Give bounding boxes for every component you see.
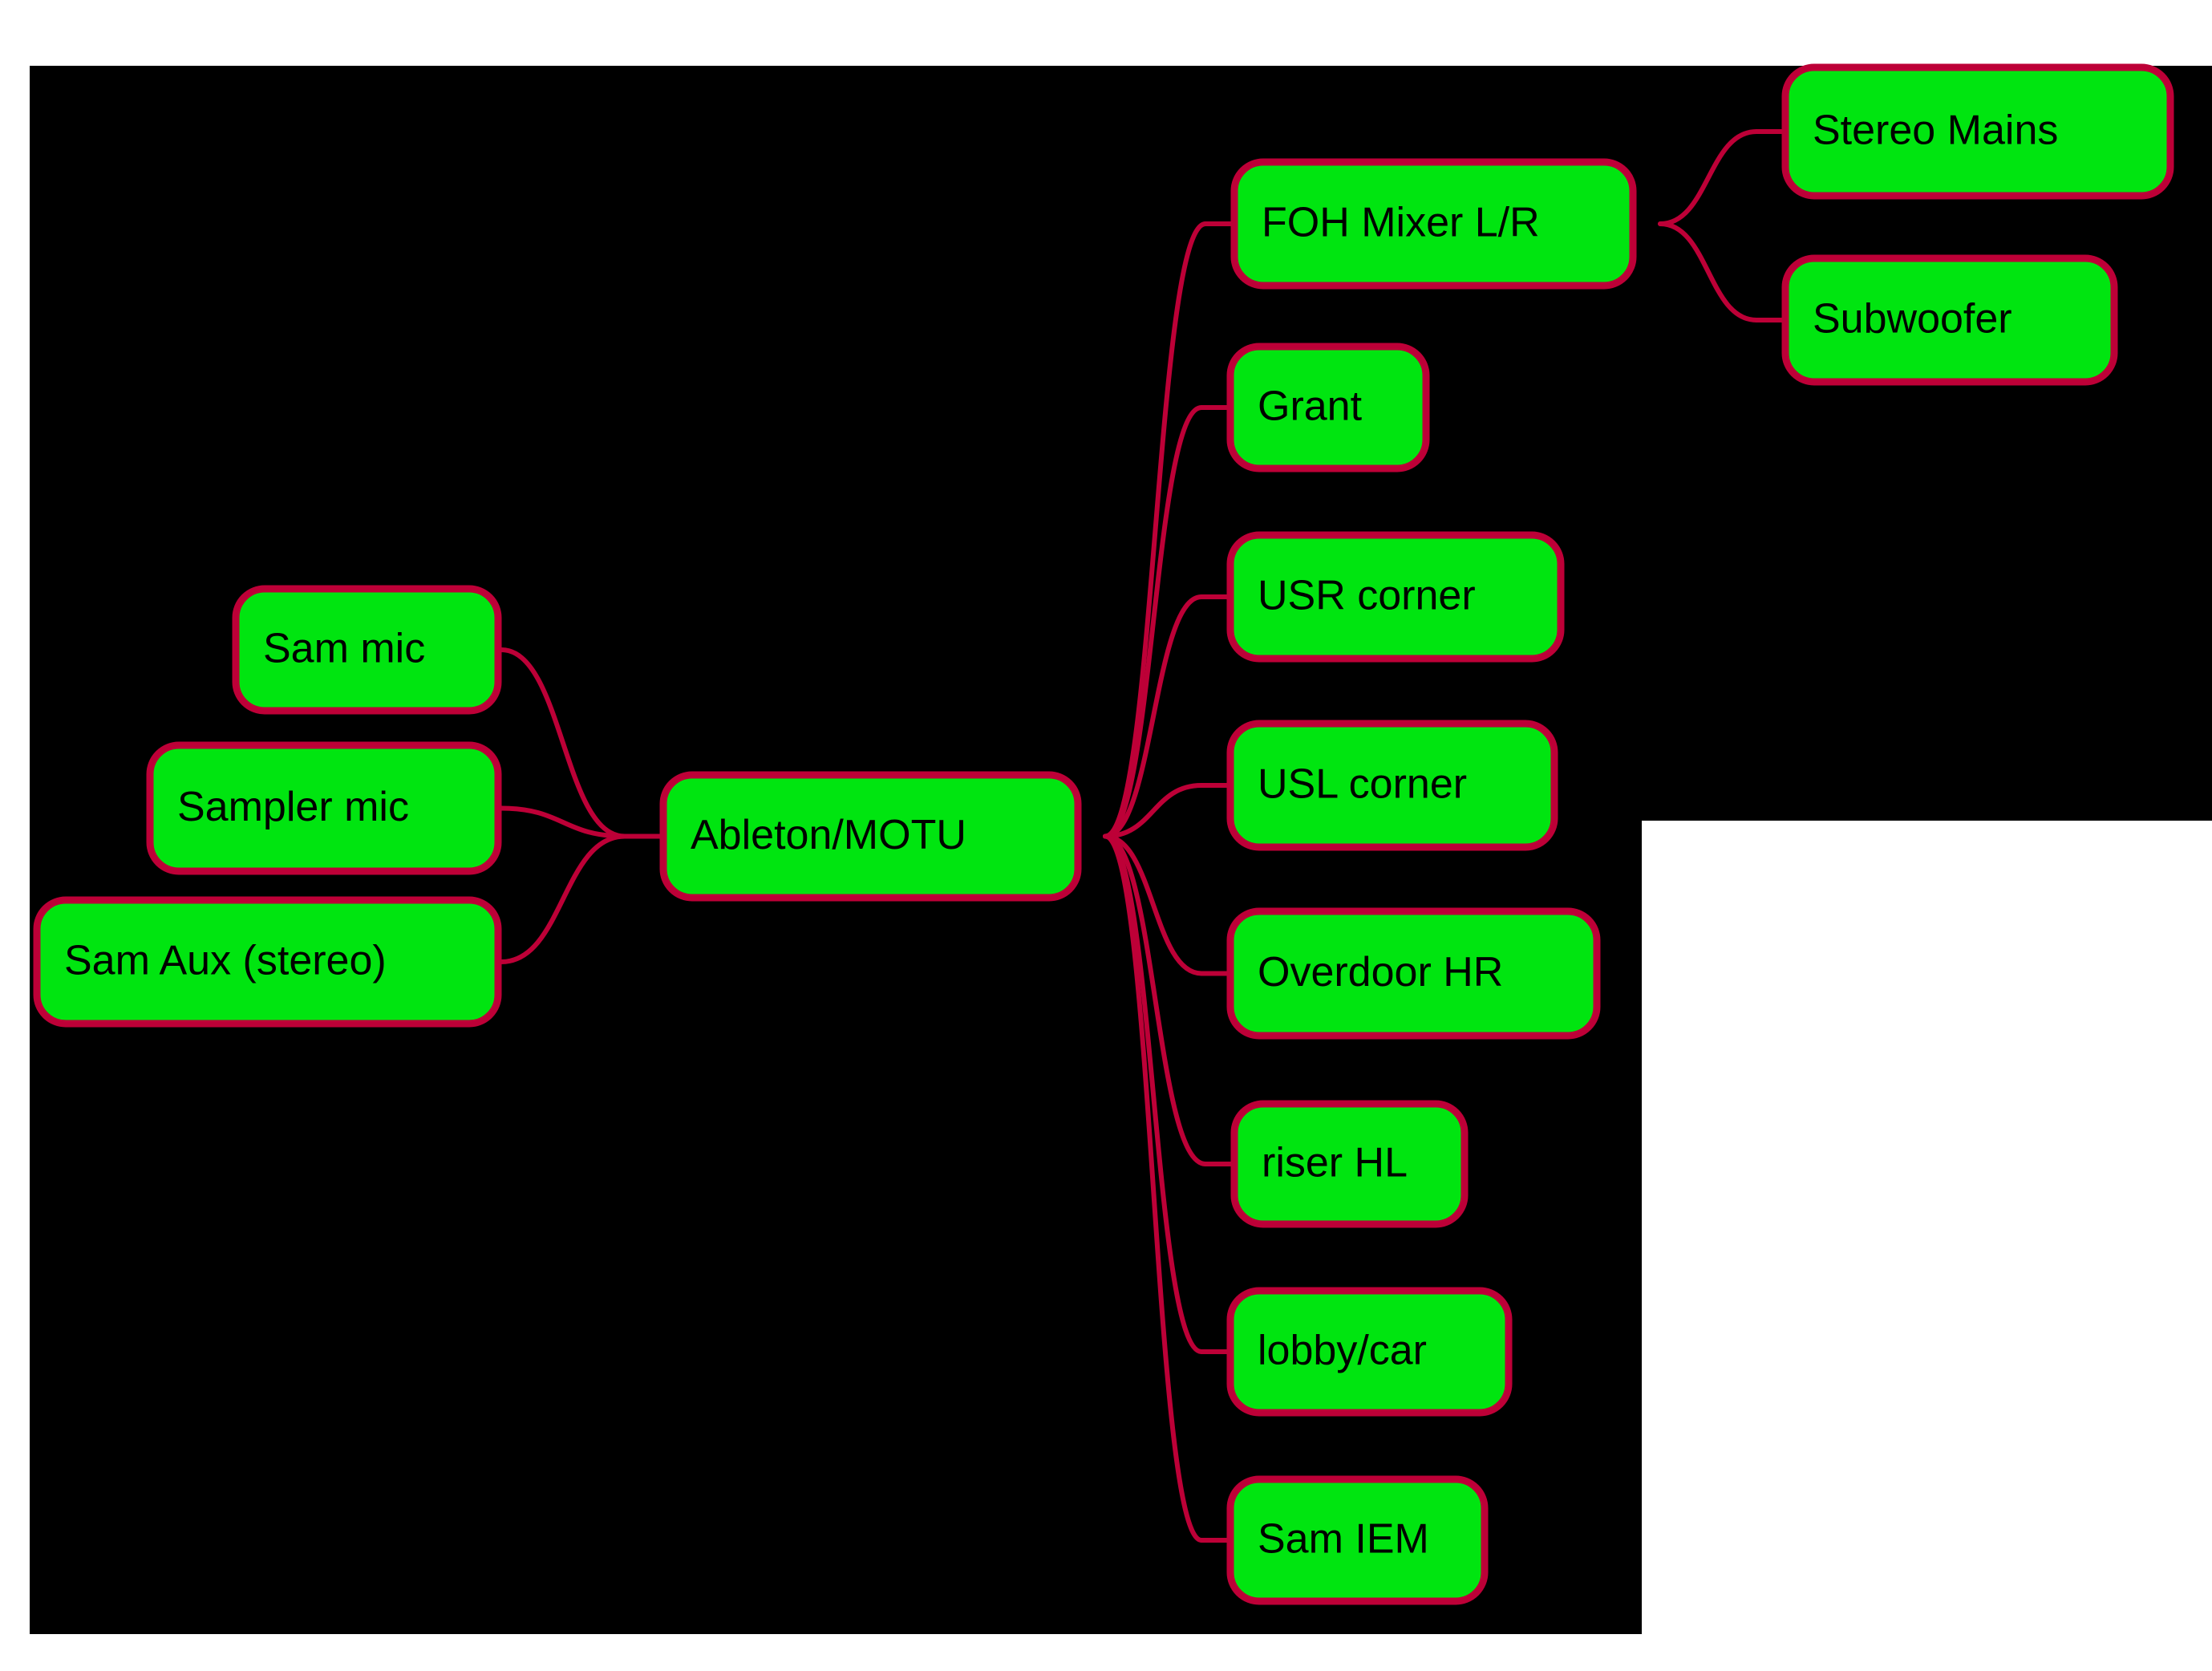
node-shape [1226,343,1430,473]
node-label-usl-corner: USL corner [1258,761,1467,808]
node-ableton-motu[interactable]: Ableton/MOTU [659,771,1082,902]
node-shape [1226,531,1565,663]
node-sampler-mic[interactable]: Sampler mic [146,741,502,875]
edge-ableton-motu-to-usr-corner [1103,594,1204,839]
edge-ableton-motu-to-overdoor-hr [1103,833,1204,976]
node-shape [1230,1100,1469,1228]
node-foh-mixer[interactable]: FOH Mixer L/R [1230,158,1637,290]
node-shape [1226,907,1601,1040]
node-usl-corner[interactable]: USL corner [1226,720,1558,851]
edge-sam-aux-to-ableton-motu [499,833,627,964]
edge-sam-mic-to-ableton-motu [499,647,627,839]
node-subwoofer[interactable]: Subwoofer [1781,254,2118,386]
node-shape [1226,1287,1513,1417]
edge-ableton-motu-to-usl-corner [1103,783,1204,839]
node-label-subwoofer: Subwoofer [1813,296,2012,343]
node-label-ableton-motu: Ableton/MOTU [691,812,966,858]
node-sam-iem[interactable]: Sam IEM [1226,1475,1489,1605]
node-label-grant: Grant [1258,383,1363,430]
node-lobby-car[interactable]: lobby/car [1226,1287,1513,1417]
node-label-foh-mixer: FOH Mixer L/R [1262,200,1540,246]
node-riser-hl[interactable]: riser HL [1230,1100,1469,1228]
node-label-lobby-car: lobby/car [1258,1328,1427,1374]
node-shape [146,741,502,875]
node-label-sam-iem: Sam IEM [1258,1516,1429,1563]
node-label-usr-corner: USR corner [1258,573,1476,619]
node-sam-mic[interactable]: Sam mic [232,585,502,715]
node-label-sam-aux: Sam Aux (stereo) [64,938,387,984]
node-label-sampler-mic: Sampler mic [177,784,409,830]
node-overdoor-hr[interactable]: Overdoor HR [1226,907,1601,1040]
node-grant[interactable]: Grant [1226,343,1430,473]
node-shape [33,896,502,1028]
edge-ableton-motu-to-riser-hl [1103,833,1208,1166]
edge-ableton-motu-to-sam-iem [1103,833,1204,1543]
node-label-riser-hl: riser HL [1262,1140,1408,1186]
edge-foh-mixer-to-subwoofer [1658,221,1759,322]
node-shape [1230,158,1637,290]
node-label-overdoor-hr: Overdoor HR [1258,949,1503,996]
node-usr-corner[interactable]: USR corner [1226,531,1565,663]
node-shape [1781,254,2118,386]
node-stereo-mains[interactable]: Stereo Mains [1781,63,2174,200]
node-shape [232,585,502,715]
edge-ableton-motu-to-grant [1103,405,1204,839]
edge-ableton-motu-to-foh-mixer [1103,221,1208,839]
node-shape [1781,63,2174,200]
node-shape [1226,1475,1489,1605]
node-sam-aux[interactable]: Sam Aux (stereo) [33,896,502,1028]
node-shape [659,771,1082,902]
node-label-sam-mic: Sam mic [263,626,425,672]
edge-sampler-mic-to-ableton-motu [499,805,627,839]
node-shape [1226,720,1558,851]
edge-foh-mixer-to-stereo-mains [1658,129,1759,226]
node-label-stereo-mains: Stereo Mains [1813,107,2058,154]
edge-layer [499,129,1785,1543]
